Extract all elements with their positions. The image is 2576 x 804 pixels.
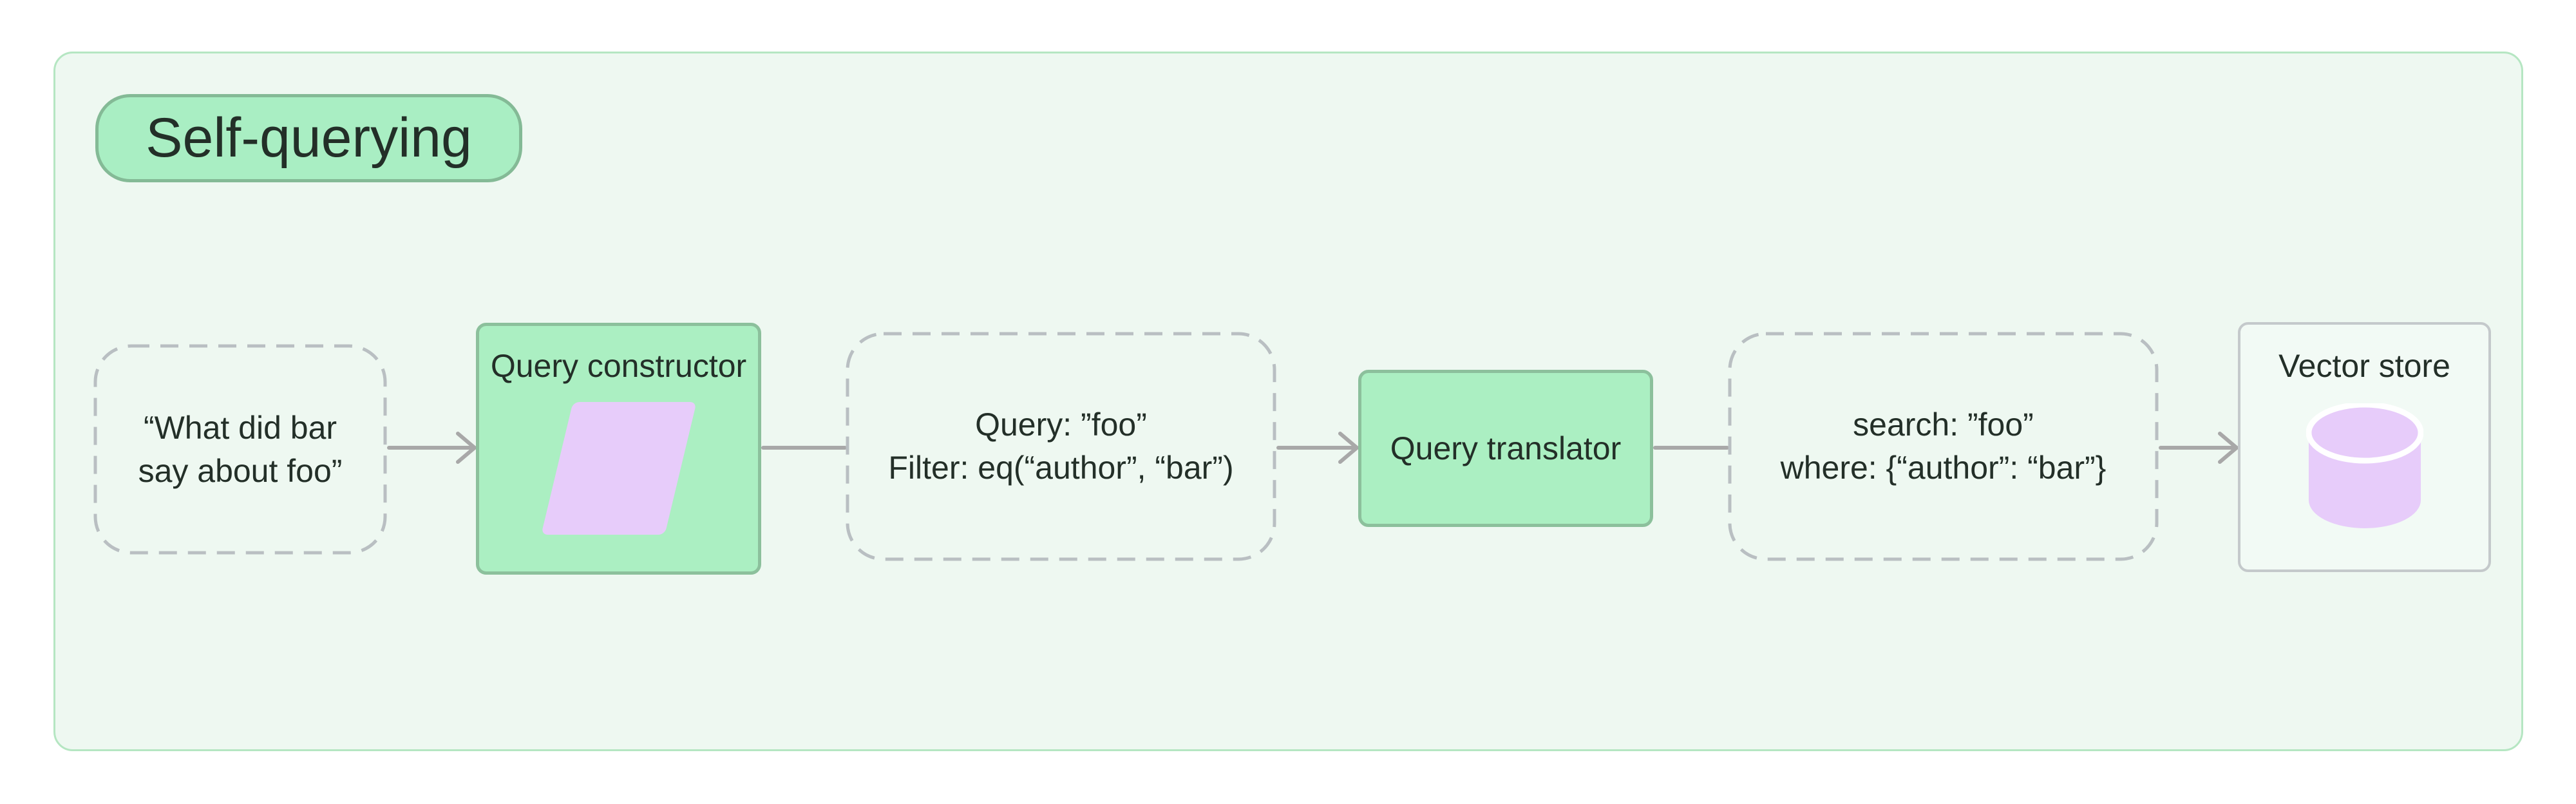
node-input-query: “What did bar say about foo” — [93, 344, 387, 555]
node-structured-query: Query: ”foo” Filter: eq(“author”, “bar”) — [846, 332, 1276, 561]
arrow-input-to-constructor — [387, 428, 477, 467]
vector-store-label: Vector store — [2278, 348, 2450, 384]
node-query-constructor: Query constructor — [476, 323, 761, 575]
node-query-translator: Query translator — [1358, 370, 1653, 527]
structured-query-icon — [540, 402, 697, 535]
arrow-icon — [387, 432, 477, 464]
line-icon — [1653, 446, 1729, 450]
node-translated-query: search: ”foo” where: {“author”: “bar”} — [1728, 332, 2159, 561]
translated-query-text: search: ”foo” where: {“author”: “bar”} — [1780, 407, 2107, 486]
arrow-icon — [2159, 432, 2239, 464]
input-query-text: “What did bar say about foo” — [138, 409, 343, 489]
structured-query-text: Query: ”foo” Filter: eq(“author”, “bar”) — [888, 407, 1234, 486]
database-icon — [2306, 403, 2423, 528]
connector-translator-to-translated-query — [1653, 428, 1729, 467]
node-vector-store: Vector store — [2238, 322, 2491, 572]
line-icon — [761, 446, 847, 450]
query-translator-label: Query translator — [1390, 430, 1622, 466]
query-constructor-label: Query constructor — [490, 348, 747, 384]
dashed-frame — [1728, 332, 2159, 561]
arrow-structured-query-to-translator — [1276, 428, 1359, 467]
connector-constructor-to-structured-query — [761, 428, 847, 467]
arrow-translated-query-to-vector-store — [2159, 428, 2239, 467]
arrow-icon — [1276, 432, 1359, 464]
diagram-container: Self-querying “What did bar say about fo… — [53, 52, 2523, 751]
diagram-title-badge: Self-querying — [95, 94, 522, 182]
dashed-frame — [846, 332, 1276, 561]
diagram-title: Self-querying — [146, 107, 472, 169]
